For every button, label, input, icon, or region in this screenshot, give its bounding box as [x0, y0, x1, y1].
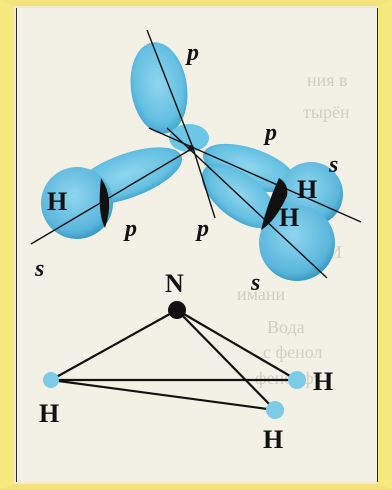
label-h-right-upper-orbital: H — [297, 175, 317, 204]
svg-text:Вода: Вода — [267, 317, 305, 337]
figure-panel: ния в тырён ВИ имани Вода с фенол фенолф… — [16, 8, 378, 482]
atom-h-bottom — [266, 401, 284, 419]
bond-n-h-bottom — [176, 309, 276, 411]
bond-n-h-left — [50, 309, 178, 381]
edge-h-left-h-bottom — [50, 378, 276, 412]
orbital-axes — [30, 29, 362, 279]
h-s-orbital-left — [41, 167, 113, 239]
svg-text:ния в: ния в — [307, 70, 348, 90]
background-text-ghost: ния в тырён ВИ имани Вода с фенол фенолф… — [237, 70, 350, 388]
nucleus-n-small — [188, 145, 194, 151]
atom-h-left — [43, 372, 59, 388]
label-h-left-orbital: H — [47, 187, 67, 216]
label-p-mid-upper: p — [263, 120, 277, 146]
h-s-orbital-right-lower — [259, 205, 335, 281]
overlap-region-right — [261, 178, 288, 230]
axis-left — [30, 147, 194, 245]
label-p-top: p — [185, 40, 199, 66]
ammonia-figure: ния в тырён ВИ имани Вода с фенол фенолф… — [30, 29, 362, 454]
atom-h-right — [288, 371, 306, 389]
label-s-right-lower: s — [250, 270, 260, 296]
axis-center-down — [192, 147, 216, 219]
orbital-diagram — [30, 29, 362, 281]
label-p-center-bottom: p — [195, 216, 209, 242]
bond-n-h-right — [176, 309, 298, 381]
label-h-right-lower-orbital: H — [279, 203, 299, 232]
p-orbital-top-lobe — [130, 42, 188, 134]
svg-text:с фенол: с фенол — [263, 342, 323, 362]
label-h-left-atom: H — [39, 399, 59, 428]
label-h-right-atom: H — [313, 367, 333, 396]
p-orbital-right-upper-lobe — [202, 143, 296, 193]
bonds — [50, 309, 298, 412]
label-s-left: s — [34, 256, 44, 282]
axis-right-lower — [166, 127, 328, 279]
label-s-right-upper: s — [328, 152, 338, 178]
label-h-bottom-atom: H — [263, 425, 283, 454]
label-n-atom: N — [165, 269, 184, 298]
svg-text:тырён: тырён — [303, 102, 350, 122]
label-p-left-bottom: p — [123, 216, 137, 242]
svg-text:имани: имани — [237, 284, 286, 304]
atom-n — [168, 301, 186, 319]
overlap-region-left — [99, 178, 110, 228]
axis-top — [146, 29, 194, 149]
ammonia-molecule — [43, 301, 306, 419]
